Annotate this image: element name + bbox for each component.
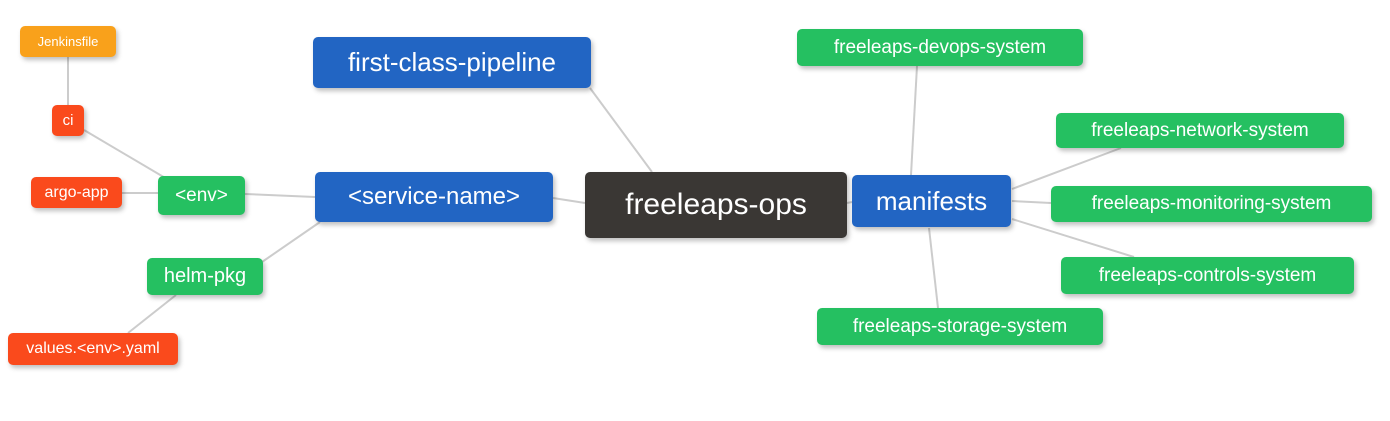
node-ci[interactable]: ci <box>52 105 84 136</box>
node-freeleaps-monitoring-system[interactable]: freeleaps-monitoring-system <box>1051 186 1372 222</box>
edge-manifests-devops_system <box>910 65 918 176</box>
node-freeleaps-controls-system[interactable]: freeleaps-controls-system <box>1061 257 1354 294</box>
node-jenkinsfile[interactable]: Jenkinsfile <box>20 26 116 57</box>
edge-ci-env <box>83 129 168 180</box>
node-first-class-pipeline[interactable]: first-class-pipeline <box>313 37 591 88</box>
edge-service_name-freeleaps_ops <box>552 197 586 204</box>
node-freeleaps-devops-system[interactable]: freeleaps-devops-system <box>797 29 1083 66</box>
edge-manifests-controls_system <box>1011 218 1135 258</box>
edge-helm_pkg-values_env_yaml <box>127 294 177 334</box>
edge-manifests-storage_system <box>928 227 939 309</box>
node-argo-app[interactable]: argo-app <box>31 177 122 208</box>
node-helm-pkg[interactable]: helm-pkg <box>147 258 263 295</box>
node-service-name[interactable]: <service-name> <box>315 172 553 222</box>
node-manifests[interactable]: manifests <box>852 175 1011 227</box>
edge-manifests-monitoring_system <box>1011 200 1052 204</box>
node-freeleaps-ops-root[interactable]: freeleaps-ops <box>585 172 847 238</box>
node-freeleaps-network-system[interactable]: freeleaps-network-system <box>1056 113 1344 148</box>
node-env[interactable]: <env> <box>158 176 245 215</box>
edge-first_class_pipeline-freeleaps_ops <box>589 87 653 173</box>
node-values-env-yaml[interactable]: values.<env>.yaml <box>8 333 178 365</box>
edge-env-service_name <box>244 193 316 198</box>
edge-freeleaps_ops-manifests <box>846 201 853 204</box>
edge-manifests-network_system <box>1011 147 1122 190</box>
node-freeleaps-storage-system[interactable]: freeleaps-storage-system <box>817 308 1103 345</box>
edge-service_name-helm_pkg <box>261 221 321 263</box>
